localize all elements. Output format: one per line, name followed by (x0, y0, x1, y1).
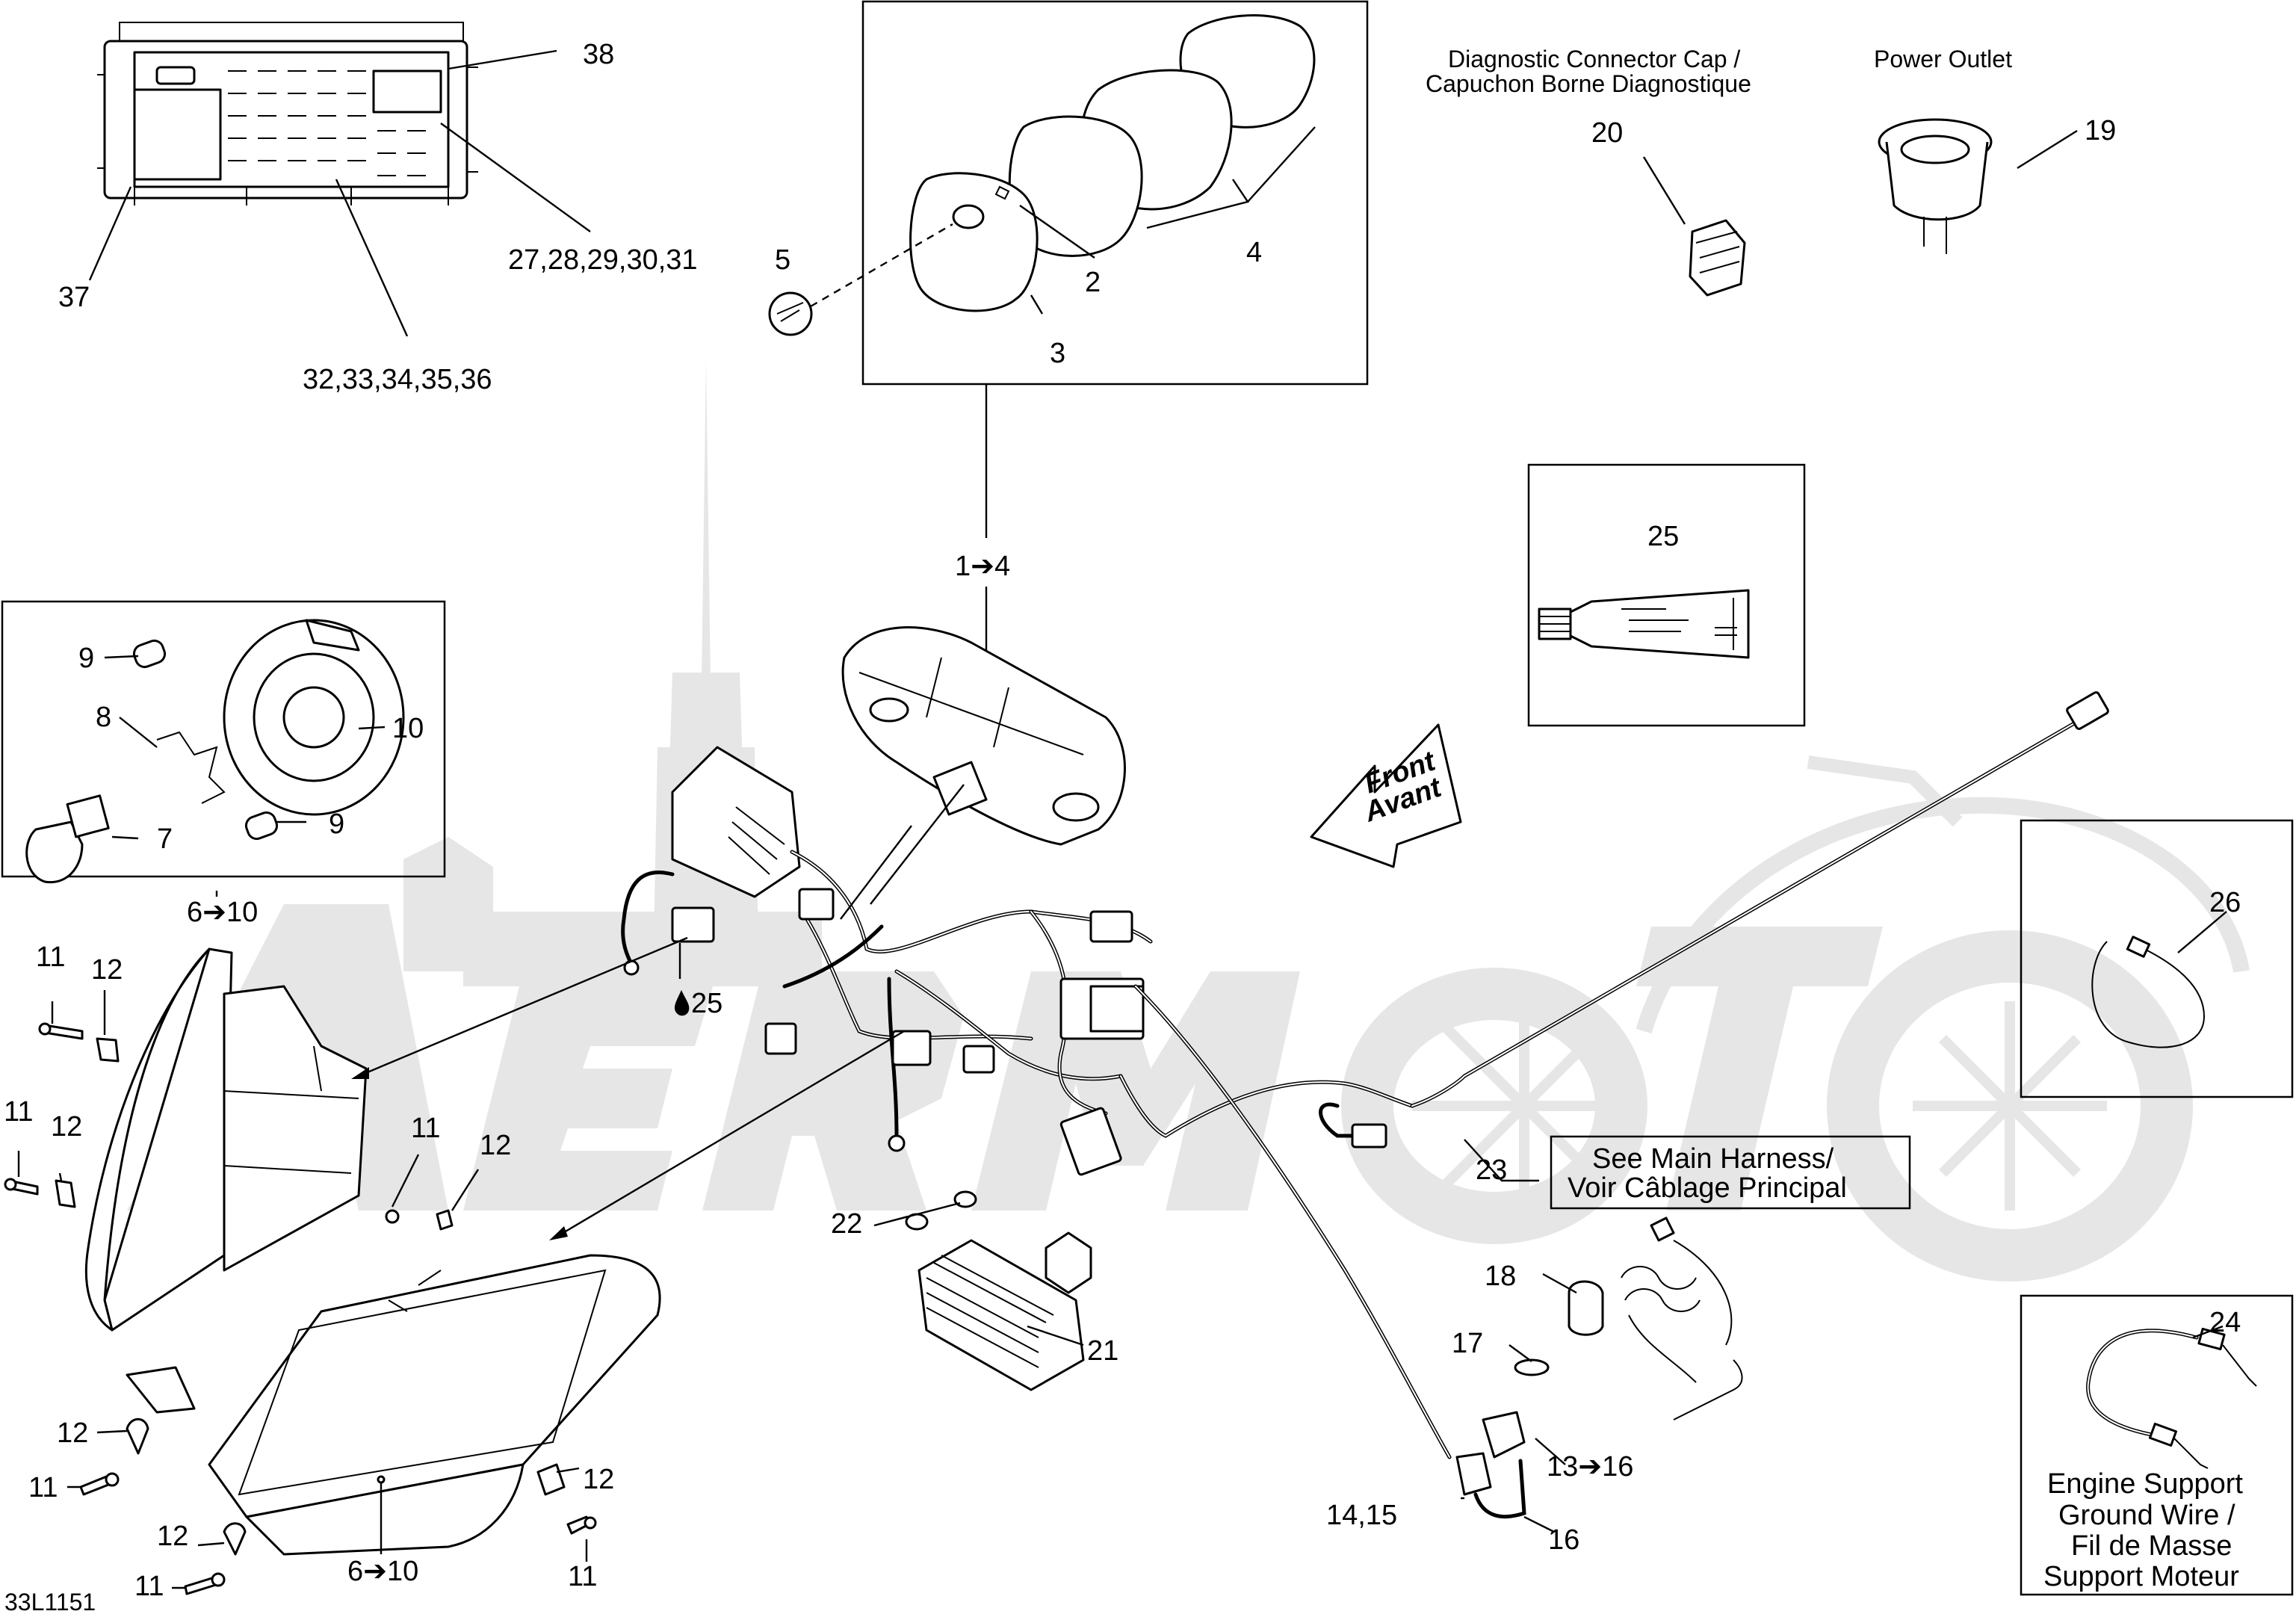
harness-note-line1: See Main Harness/ (1592, 1143, 1834, 1175)
label-12-d: 12 (57, 1418, 88, 1449)
label-11-d: 11 (28, 1472, 58, 1503)
label-25-box: 25 (1647, 521, 1679, 552)
label-2: 2 (1085, 267, 1101, 298)
label-12-c: 12 (480, 1130, 511, 1161)
label-17: 17 (1452, 1328, 1483, 1359)
left-headlamp (84, 947, 368, 1414)
figure-code: 33L1151 (4, 1589, 96, 1616)
label-1-4: 1➔4 (955, 551, 1010, 582)
gauge-assembly (768, 14, 1316, 336)
diagnostic-cap (1689, 219, 1746, 297)
label-24: 24 (2209, 1307, 2241, 1338)
label-10: 10 (392, 713, 424, 744)
label-3: 3 (1050, 338, 1065, 369)
label-27-31: 27,28,29,30,31 (508, 244, 698, 276)
label-12-e: 12 (583, 1464, 614, 1495)
label-4: 4 (1246, 237, 1262, 268)
label-14-15: 14,15 (1326, 1500, 1397, 1531)
fasteners (4, 1022, 597, 1595)
ground-wire-box (2020, 1294, 2294, 1596)
grease-tube (1538, 589, 1750, 659)
diagnostic-caption-line1: Diagnostic Connector Cap / (1448, 46, 1740, 72)
label-6-10-bottom: 6➔10 (347, 1556, 418, 1587)
power-outlet-caption: Power Outlet (1874, 46, 2012, 72)
strap (2091, 936, 2206, 1048)
label-7: 7 (157, 823, 173, 855)
label-19: 19 (2085, 115, 2116, 146)
label-13-16: 13➔16 (1547, 1451, 1633, 1483)
ground-caption-line3: Fil de Masse (2071, 1530, 2232, 1562)
label-26: 26 (2209, 887, 2241, 918)
label-20: 20 (1591, 117, 1623, 149)
label-12-f: 12 (157, 1521, 188, 1552)
label-23: 23 (1476, 1154, 1507, 1186)
label-12-b: 12 (51, 1111, 82, 1143)
label-25-drop: 25 (691, 988, 722, 1019)
harness-note-line2: Voir Câblage Principal (1568, 1172, 1847, 1204)
fuse-box (97, 22, 478, 205)
label-38: 38 (583, 39, 614, 70)
label-12-a: 12 (91, 954, 123, 986)
strap-box (2020, 819, 2294, 1098)
ground-caption-line4: Support Moteur (2043, 1561, 2239, 1592)
power-outlet (1878, 118, 1993, 254)
main-harness-note-box (1550, 1135, 1911, 1210)
diagnostic-caption-line2: Capuchon Borne Diagnostique (1426, 70, 1751, 97)
label-22: 22 (831, 1208, 862, 1240)
label-37: 37 (58, 282, 90, 313)
label-21: 21 (1087, 1335, 1118, 1367)
label-32-36: 32,33,34,35,36 (303, 364, 492, 395)
label-9-top: 9 (78, 643, 94, 674)
main-harness (621, 626, 2109, 1459)
label-11-f: 11 (134, 1571, 164, 1602)
right-headlamp (208, 1254, 661, 1556)
headlamp-box (1, 600, 446, 878)
label-9-bottom: 9 (329, 809, 344, 840)
headlamp-components (25, 619, 405, 884)
front-arrow (1310, 723, 1462, 868)
engine-cutoff-switch (1455, 1216, 1743, 1519)
voltage-regulator (905, 1190, 1092, 1391)
label-11-e: 11 (568, 1561, 597, 1592)
gauge-box (861, 0, 1369, 386)
label-18: 18 (1485, 1261, 1516, 1292)
dielectric-grease-box (1527, 463, 1806, 727)
label-5: 5 (775, 244, 790, 276)
label-16: 16 (1548, 1524, 1579, 1556)
label-11-a: 11 (36, 942, 65, 973)
droplet-icon (674, 990, 690, 1016)
ground-caption-line1: Engine Support (2047, 1468, 2243, 1500)
label-8: 8 (96, 702, 111, 733)
label-11-c: 11 (411, 1113, 440, 1144)
ground-caption-line2: Ground Wire / (2058, 1500, 2235, 1531)
label-6-10-top: 6➔10 (187, 897, 258, 928)
ground-wire (2086, 1327, 2257, 1469)
label-11-b: 11 (4, 1096, 33, 1128)
